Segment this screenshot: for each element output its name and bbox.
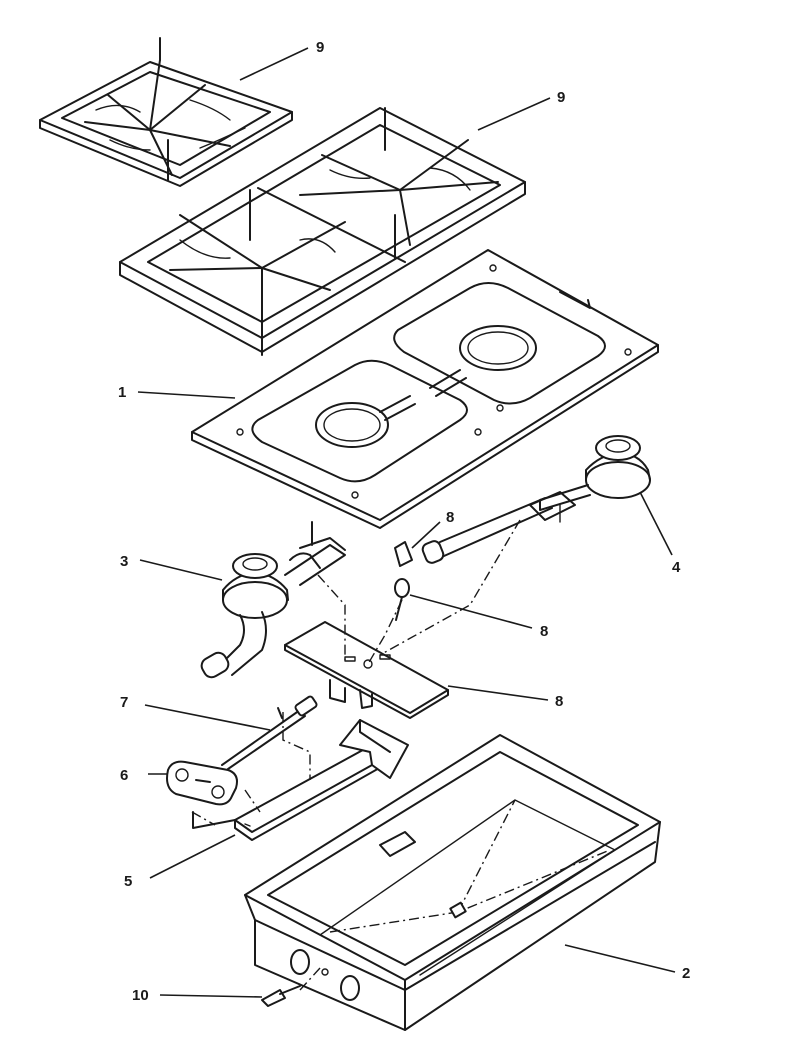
callout-cooktop-panel: 1 bbox=[118, 384, 126, 401]
assembly-lines bbox=[191, 519, 521, 991]
right-burner bbox=[421, 435, 651, 564]
callout-grate-single: 9 bbox=[316, 39, 324, 56]
callout-grate-double: 9 bbox=[557, 89, 565, 106]
leader-lines bbox=[137, 47, 676, 998]
valve-bracket bbox=[166, 760, 238, 806]
callout-electrode-top: 8 bbox=[446, 509, 454, 526]
callout-mounting-bracket: 5 bbox=[124, 873, 132, 890]
electrode-cap bbox=[394, 541, 413, 567]
callout-ignitor-rod: 7 bbox=[120, 694, 128, 711]
left-burner bbox=[200, 521, 346, 679]
electrode-insulator bbox=[394, 578, 410, 621]
cooktop-panel bbox=[191, 249, 659, 529]
callout-bracket-plate: 8 bbox=[555, 693, 563, 710]
burner-box bbox=[244, 734, 661, 1031]
double-grate bbox=[119, 107, 526, 356]
callout-valve-bracket: 6 bbox=[120, 767, 128, 784]
single-grate bbox=[39, 37, 293, 187]
ignitor-rod bbox=[221, 695, 318, 770]
bracket-plate bbox=[284, 621, 449, 719]
callout-burner-left: 3 bbox=[120, 553, 128, 570]
mounting-bracket bbox=[192, 719, 409, 841]
callout-burner-right: 4 bbox=[672, 559, 681, 576]
callouts: 9 9 1 3 4 8 8 8 7 6 5 2 10 bbox=[118, 39, 690, 1004]
callout-fitting: 10 bbox=[132, 987, 149, 1004]
callout-electrode-mid: 8 bbox=[540, 623, 548, 640]
fitting bbox=[261, 985, 301, 1007]
callout-burner-box: 2 bbox=[682, 965, 690, 982]
